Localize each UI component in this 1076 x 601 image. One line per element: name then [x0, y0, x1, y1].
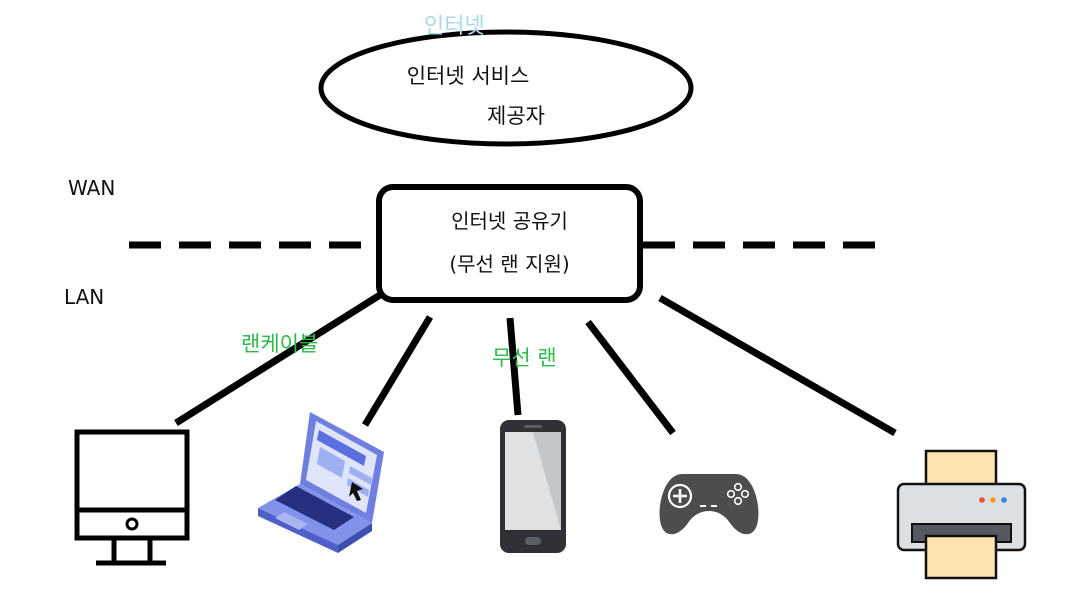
wan-label: WAN — [68, 176, 116, 200]
isp-ellipse — [318, 29, 694, 147]
laptop-icon — [258, 412, 384, 553]
link-printer — [658, 294, 897, 437]
gamepad-icon — [659, 474, 759, 535]
isp-label-line1: 인터넷 서비스 — [406, 64, 530, 88]
link-phone — [506, 317, 522, 416]
monitor-icon — [74, 429, 190, 566]
printer-icon — [896, 449, 1027, 580]
link-laptop — [362, 315, 433, 427]
link-gamepad — [585, 319, 676, 436]
link-desktop — [174, 292, 382, 426]
smartphone-icon — [500, 420, 566, 553]
connection-lines — [174, 292, 897, 437]
router-box — [376, 184, 643, 303]
router-label-line2: (무선 랜 지원) — [449, 252, 570, 276]
wireless-lan-label: 무선 랜 — [492, 346, 557, 370]
lan-cable-label: 랜케이블 — [241, 332, 319, 356]
router-label-line1: 인터넷 공유기 — [451, 209, 568, 233]
lan-label: LAN — [64, 285, 105, 309]
isp-label-line2: 제공자 — [487, 104, 545, 128]
internet-label: 인터넷 — [424, 14, 485, 39]
